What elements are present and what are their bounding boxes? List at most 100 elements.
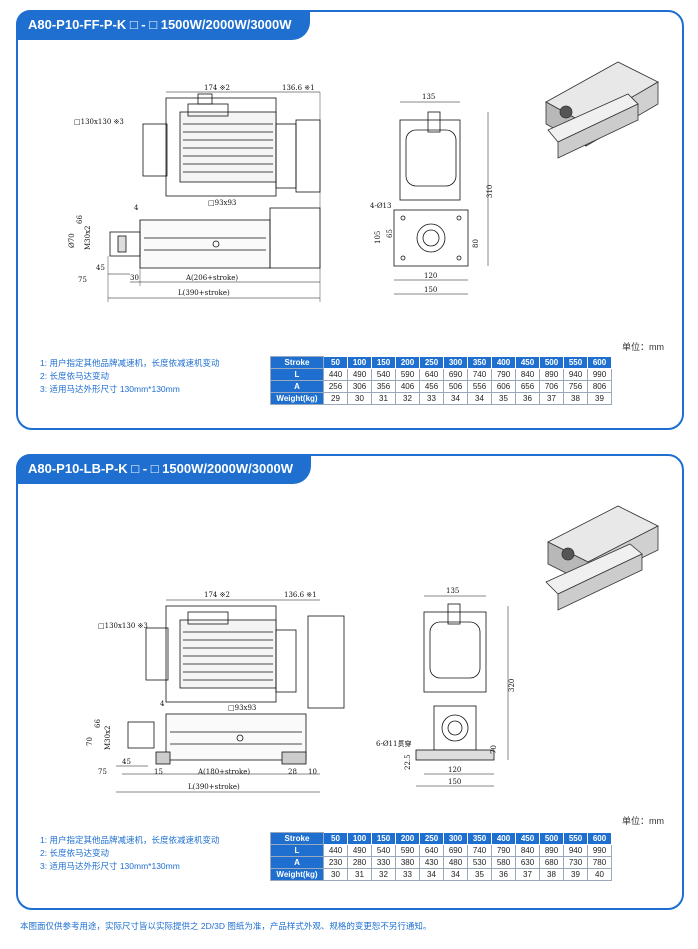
table-cell: 380: [395, 856, 420, 869]
dim-10: 10: [308, 768, 317, 776]
table-cell: 34: [443, 868, 468, 881]
dim-a: A(180+stroke): [197, 768, 250, 776]
position-mark: [236, 734, 244, 742]
table-cell: 50: [323, 356, 348, 369]
table-cell: 250: [419, 356, 444, 369]
table-cell: 740: [467, 368, 492, 381]
note: 2: 长度依马达变动: [40, 371, 109, 381]
table-cell: 790: [491, 368, 516, 381]
table-cell: 29: [323, 392, 348, 405]
mount-hole: [400, 255, 406, 261]
motor-fins: [183, 123, 273, 173]
table-cell: 550: [563, 356, 588, 369]
table-cell: 590: [395, 368, 420, 381]
table-cell: 890: [539, 368, 564, 381]
note: 1: 用户指定其他品牌减速机，长度依减速机变动: [40, 835, 220, 845]
dim-80: 80: [472, 239, 480, 248]
dim-45: 45: [122, 758, 131, 766]
table-cell: 306: [347, 380, 372, 393]
actuator-end: [269, 207, 321, 269]
notes: 1: 用户指定其他品牌减速机，长度依减速机变动 2: 长度依马达变动 3: 适用…: [40, 834, 219, 873]
dim-105: 105: [374, 231, 382, 244]
table-cell: 780: [587, 856, 612, 869]
panel-title: A80-P10-LB-P-K □ - □ 1500W/2000W/3000W: [16, 454, 311, 484]
table-cell: 350: [467, 832, 492, 845]
note: 1: 用户指定其他品牌减速机，长度依减速机变动: [40, 358, 220, 368]
side-view: [116, 599, 345, 793]
dim-22: 22.5: [404, 754, 412, 770]
dim-66: 66: [94, 719, 102, 728]
row-label: L: [270, 368, 324, 381]
table-cell: 500: [539, 832, 564, 845]
table-cell: 280: [347, 856, 372, 869]
dim-150: 150: [424, 286, 437, 294]
table-cell: 33: [419, 392, 444, 405]
table-cell: 34: [467, 392, 492, 405]
motor-fins: [183, 631, 273, 681]
actuator-body: [139, 219, 271, 269]
table-cell: 756: [563, 380, 588, 393]
table-cell: 730: [563, 856, 588, 869]
dim-130: □130x130 ※3: [74, 118, 124, 126]
table-cell: 790: [491, 844, 516, 857]
table-cell: 840: [515, 368, 540, 381]
row-label: L: [270, 844, 324, 857]
table-cell: 300: [443, 832, 468, 845]
mount-hole: [456, 215, 462, 221]
table-row: L 440 490 540 590 640 690 740 790 840 89…: [270, 844, 612, 857]
table-cell: 400: [491, 832, 516, 845]
table-cell: 940: [563, 368, 588, 381]
table-cell: 200: [395, 832, 420, 845]
dim-l: L(390+stroke): [188, 783, 240, 791]
table-cell: 550: [563, 832, 588, 845]
connector-front: [447, 603, 461, 625]
table-cell: 590: [395, 844, 420, 857]
mounting-plate: [393, 209, 469, 267]
table-cell: 36: [515, 392, 540, 405]
row-label: Weight(kg): [270, 392, 324, 405]
table-cell: 32: [371, 868, 396, 881]
dim-75: 75: [98, 768, 107, 776]
table-row: Weight(kg) 30 31 32 33 34 34 35 36 37 38…: [270, 868, 612, 881]
table-cell: 400: [491, 356, 516, 369]
table-row: A 230 280 330 380 430 480 530 580 630 68…: [270, 856, 612, 869]
table-cell: 37: [539, 392, 564, 405]
table-cell: 490: [347, 844, 372, 857]
dim-120: 120: [448, 766, 461, 774]
dim-28: 28: [288, 768, 297, 776]
table-cell: 35: [467, 868, 492, 881]
motor-rear-cover: [142, 123, 168, 177]
dim-l: L(390+stroke): [178, 289, 230, 297]
mount-hole: [456, 255, 462, 261]
iso-view: [545, 61, 659, 159]
dim-m30: M30x2: [84, 226, 92, 250]
dim-66: 66: [76, 215, 84, 224]
table-cell: 680: [539, 856, 564, 869]
iso-connector: [561, 547, 575, 561]
table-cell: 740: [467, 844, 492, 857]
table-cell: 356: [371, 380, 396, 393]
table-cell: 250: [419, 832, 444, 845]
table-cell: 640: [419, 368, 444, 381]
dim-75: 75: [78, 276, 87, 284]
front-view: [415, 595, 509, 787]
panel-lb: A80-P10-LB-P-K □ - □ 1500W/2000W/3000W 1…: [16, 454, 684, 910]
dimension-lines: [116, 599, 320, 793]
foot-left: [155, 751, 171, 765]
table-cell: 36: [491, 868, 516, 881]
dim-93: □93x93: [208, 199, 236, 207]
table-cell: 490: [347, 368, 372, 381]
flange: [295, 119, 321, 193]
table-cell: 506: [443, 380, 468, 393]
dim-70: 70: [86, 737, 94, 746]
table-cell: 150: [371, 832, 396, 845]
dim-a: A(206+stroke): [185, 274, 238, 282]
table-cell: 530: [467, 856, 492, 869]
table-cell: 806: [587, 380, 612, 393]
cable-gland: [197, 93, 213, 105]
encoder-connector: [187, 611, 229, 625]
iso-view: [545, 505, 659, 611]
bore-inner: [447, 720, 463, 736]
dimension-lines: [108, 91, 320, 299]
stroke-label: Stroke: [270, 356, 324, 369]
